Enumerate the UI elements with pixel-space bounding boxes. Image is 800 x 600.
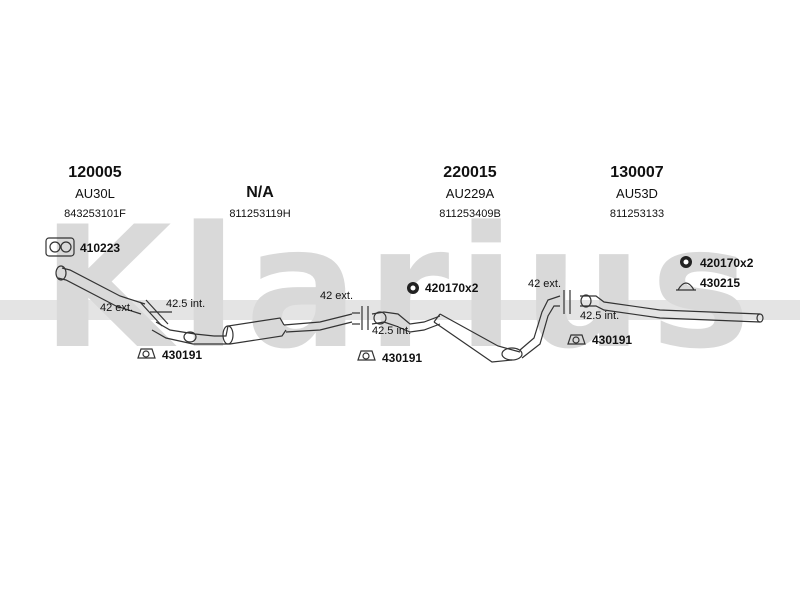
section-2: N/A 811253119H: [180, 184, 340, 221]
rubber-hanger-icon: [137, 334, 586, 361]
part-number: 430191: [382, 351, 423, 365]
section-4: 130007 AU53D 811253133: [557, 164, 717, 221]
part-number: 430215: [700, 276, 741, 290]
part-number: 430191: [162, 348, 203, 362]
joint-marks: [139, 290, 571, 330]
front-pipe: [55, 265, 215, 345]
joint-ext-label: 42 ext.: [100, 302, 134, 314]
section-1: 120005 AU30L 843253101F: [15, 164, 175, 221]
section-model: AU229A: [445, 186, 495, 201]
section-oem: 811253119H: [229, 208, 291, 220]
part-number: 420170x2: [425, 281, 479, 295]
part-number: 430191: [592, 333, 633, 347]
mounting-ring-icon: [676, 282, 696, 291]
joint-ext-label: 42 ext.: [528, 278, 562, 290]
joint-int-label: 42.5 int.: [580, 310, 620, 322]
section-oem: 811253133: [609, 208, 665, 220]
section-model: AU53D: [616, 186, 658, 201]
section-code: 220015: [443, 164, 497, 181]
part-number: 420170x2: [700, 256, 754, 270]
section-3: 220015 AU229A 811253409B: [390, 164, 550, 221]
centre-silencer: [214, 312, 360, 345]
brand-watermark: Klarius: [41, 190, 759, 386]
section-code: 120005: [68, 164, 122, 181]
section-oem: 843253101F: [64, 208, 126, 220]
section-code: 130007: [610, 164, 664, 181]
joint-ext-label: 42 ext.: [320, 290, 354, 302]
joint-int-label: 42.5 int.: [372, 325, 412, 337]
watermark-band: [0, 300, 800, 320]
tail-pipe: [580, 294, 764, 323]
flange-gasket-icon: [45, 237, 75, 257]
part-number: 410223: [80, 241, 121, 255]
clamp-icon: [407, 256, 692, 294]
section-code: N/A: [246, 184, 274, 201]
joint-int-label: 42.5 int.: [166, 298, 206, 310]
section-model: AU30L: [75, 186, 115, 201]
section-oem: 811253409B: [439, 208, 501, 220]
rear-silencer: [371, 295, 561, 363]
